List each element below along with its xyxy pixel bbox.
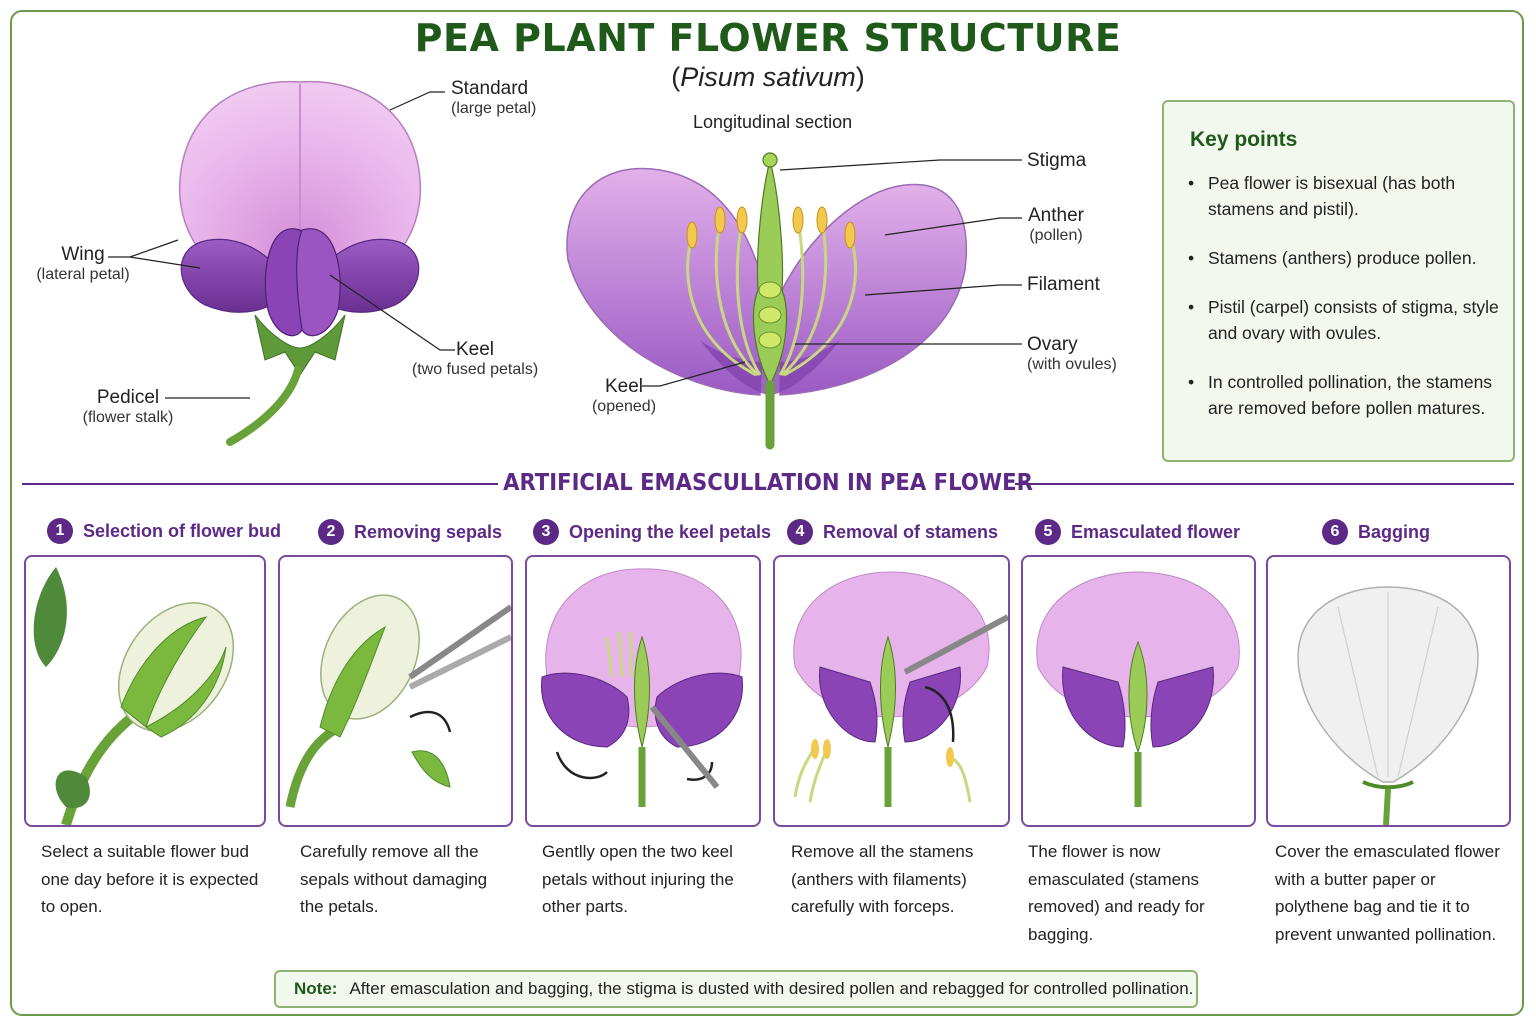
label-wing: Wing (lateral petal) (30, 244, 136, 284)
emasculated-flower-illustration (1036, 571, 1240, 807)
step-5-panel (1021, 555, 1256, 827)
step-title: Removal of stamens (823, 521, 999, 542)
step-title: Selection of flower bud (83, 520, 282, 541)
label-keel-external: Keel (two fused petals) (405, 339, 545, 379)
page-title: PEA PLANT FLOWER STRUCTURE (414, 16, 1122, 60)
step-2-panel (278, 555, 513, 827)
step-title: Bagging (1358, 521, 1430, 542)
section-stigma (762, 152, 778, 168)
note-box: Note: After emasculation and bagging, th… (274, 970, 1198, 1008)
pedicel-stalk (226, 366, 302, 446)
label-standard-name: Standard (451, 78, 529, 99)
step-6-desc: Cover the emasculated flower with a butt… (1275, 842, 1500, 944)
step-number: 2 (318, 519, 344, 545)
remove-stamens-illustration (793, 571, 1008, 807)
label-ovary-desc: (with ovules) (1027, 356, 1117, 373)
step-1-header: 1 Selection of flower bud (47, 518, 281, 544)
step-2-desc: Carefully remove all the sepals without … (300, 842, 488, 916)
page-frame (10, 10, 1524, 1016)
arrow-icon (924, 685, 955, 743)
key-points-box: Key points Pea flower is bisexual (has b… (1162, 100, 1515, 462)
label-anther-desc: (pollen) (1029, 227, 1083, 244)
section-divider-left (22, 483, 498, 485)
step-2-header: 2 Removing sepals (318, 519, 502, 545)
step-title: Opening the keel petals (569, 521, 772, 542)
step-number: 4 (787, 519, 813, 545)
label-keel-name: Keel (455, 339, 495, 360)
section-heading: Longitudinal section (693, 112, 853, 132)
label-pedicel-name: Pedicel (96, 387, 160, 408)
step-6-panel (1266, 555, 1511, 827)
label-anther: Anther (pollen) (1018, 205, 1094, 245)
step-1-panel (24, 555, 266, 827)
key-points-title: Key points (1190, 128, 1298, 151)
arrow-icon (555, 751, 608, 780)
open-keel-illustration (540, 568, 744, 807)
label-ovary: Ovary (with ovules) (1027, 334, 1117, 374)
key-point: Pistil (carpel) consists of stigma, styl… (1188, 294, 1508, 346)
left-wing-petal (180, 238, 291, 313)
section-anthers (686, 206, 856, 249)
flower-bud-illustration (33, 567, 235, 825)
label-pedicel: Pedicel (flower stalk) (74, 387, 182, 427)
step-number: 6 (1322, 519, 1348, 545)
step-number: 1 (47, 518, 73, 544)
page-subtitle: (Pisum sativum) (671, 62, 865, 92)
label-stigma: Stigma (1027, 150, 1087, 171)
step-4-panel (773, 555, 1010, 827)
step-3-panel (525, 555, 761, 827)
label-keel-desc: (two fused petals) (411, 361, 539, 378)
label-keel-section-desc: (opened) (591, 398, 657, 415)
label-pedicel-desc: (flower stalk) (82, 409, 174, 426)
label-ovary-name: Ovary (1027, 334, 1078, 355)
step-1-desc: Select a suitable flower bud one day bef… (41, 842, 259, 916)
step-5-header: 5 Emasculated flower (1035, 519, 1240, 545)
step-number: 3 (533, 519, 559, 545)
scientific-name: Pisum sativum (680, 62, 856, 92)
remove-sepals-illustration (285, 594, 511, 808)
label-keel-section-name: Keel (604, 376, 644, 397)
step-number: 5 (1035, 519, 1061, 545)
emasculation-title: ARTIFICIAL EMASCULLATION IN PEA FLOWER (503, 470, 1033, 496)
label-standard: Standard (large petal) (451, 78, 536, 118)
step-title: Emasculated flower (1071, 521, 1241, 542)
note-text: After emasculation and bagging, the stig… (349, 979, 1194, 998)
key-points-list: Pea flower is bisexual (has both stamens… (1188, 170, 1508, 444)
label-anther-name: Anther (1028, 205, 1084, 226)
step-4-desc: Remove all the stamens (anthers with fil… (791, 842, 974, 916)
key-point: In controlled pollination, the stamens a… (1188, 369, 1508, 421)
label-standard-desc: (large petal) (451, 100, 537, 117)
external-leader-lines (108, 91, 455, 399)
step-4-header: 4 Removal of stamens (787, 519, 998, 545)
section-stamens (686, 219, 858, 377)
step-3-desc: Gentlly open the two keel petals without… (542, 842, 734, 916)
step-6-header: 6 Bagging (1322, 519, 1430, 545)
section-flower-illustration (566, 152, 967, 450)
section-divider-right (1015, 483, 1514, 485)
step-5-desc: The flower is now emasculated (stamens r… (1028, 842, 1205, 944)
step-title: Removing sepals (354, 521, 503, 542)
label-wing-name: Wing (61, 244, 105, 265)
label-wing-desc: (lateral petal) (36, 266, 130, 283)
note-label: Note: (294, 979, 338, 998)
section-leader-lines (642, 159, 1022, 387)
step-3-header: 3 Opening the keel petals (533, 519, 771, 545)
bagging-illustration (1297, 586, 1479, 825)
key-point: Stamens (anthers) produce pollen. (1188, 245, 1508, 271)
arrow-icon (409, 710, 452, 733)
key-point: Pea flower is bisexual (has both stamens… (1188, 170, 1508, 222)
label-filament: Filament (1027, 274, 1100, 295)
keel-petal-right (296, 228, 341, 337)
external-flower-illustration (178, 80, 422, 446)
calyx (254, 314, 346, 376)
label-keel-section: Keel (opened) (584, 376, 664, 416)
